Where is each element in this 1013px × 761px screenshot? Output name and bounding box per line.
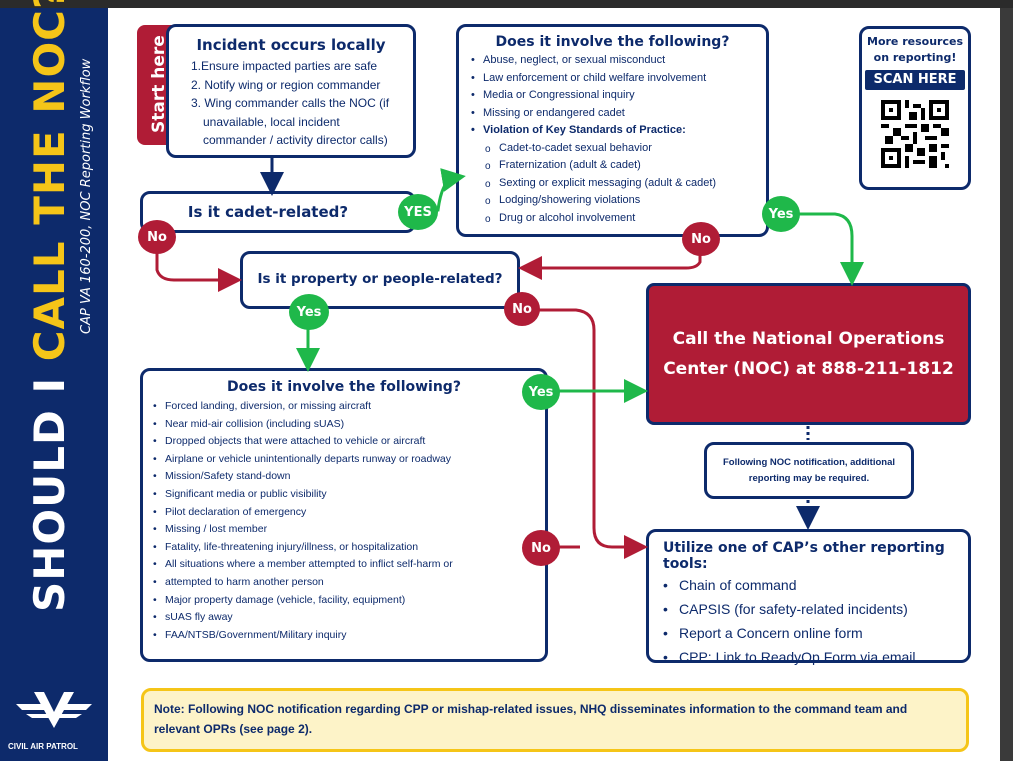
incident-step-3-cont-1: unavailable, local incident [203,114,340,129]
cadet-question-box: Is it cadet-related? [140,191,416,233]
reporting-tool-item: CPP: Link to ReadyOp Form via email [661,645,968,669]
property-involve-item-cont-text: attempted to harm another person [165,575,324,588]
property-involve-item: Dropped objects that were attached to ve… [151,433,545,451]
key-standard-item: Lodging/showering violations [469,192,766,210]
cap-logo [14,682,94,742]
reporting-tools-title: Utilize one of CAP’s other reporting too… [663,540,945,572]
note-box: Note: Following NOC notification regardi… [141,688,969,752]
following-noc-line-1: Following NOC notification, additional [722,456,896,468]
reporting-tools-list: Chain of command CAPSIS (for safety-rela… [649,573,968,669]
yes-pill-property-involve: Yes [522,374,560,410]
property-involve-item: sUAS fly away [151,609,545,627]
reporting-tool-item: Report a Concern online form [661,621,968,645]
property-involve-list: Forced landing, diversion, or missing ai… [143,398,545,644]
property-involve-item-cont: attempted to harm another person [151,574,545,592]
key-standard-item: Cadet-to-cadet sexual behavior [469,140,766,157]
following-noc-box: Following NOC notification, additional r… [704,442,914,499]
viewer-edge [1000,8,1013,761]
yes-pill-property: Yes [289,294,329,330]
property-question-label: Is it property or people-related? [257,271,503,287]
incident-step-3-cont-2: commander / activity director calls) [203,133,388,147]
resources-title-2: on reporting! [873,51,957,64]
page-title-highlight: CALL THE NOC? [25,0,74,362]
cadet-involve-title: Does it involve the following? [495,34,730,50]
property-involve-item: Major property damage (vehicle, facility… [151,592,545,610]
property-involve-item: All situations where a member attempted … [151,556,545,574]
cadet-question-label: Is it cadet-related? [187,203,349,221]
key-standards-label: Violation of Key Standards of Practice [483,124,683,136]
property-involve-item: Airplane or vehicle unintentionally depa… [151,451,545,469]
yes-pill-cadet: YES [398,194,438,230]
scan-here-label: SCAN HERE [865,70,965,90]
property-involve-item: Near mid-air collision (including sUAS) [151,416,545,434]
call-noc-box: Call the National Operations Center (NOC… [646,283,971,425]
page-subtitle: CAP VA 160-200, NOC Reporting Workflow [79,58,94,334]
property-involve-item: Forced landing, diversion, or missing ai… [151,398,545,416]
reporting-tools-box: Utilize one of CAP’s other reporting too… [646,529,971,669]
property-involve-item: Pilot declaration of emergency [151,504,545,522]
cadet-involve-item: Media or Congressional inquiry [469,87,766,105]
cadet-involve-item: Abuse, neglect, or sexual misconduct [469,52,766,70]
key-standards-colon: : [682,124,686,136]
qr-code-icon[interactable] [881,100,949,168]
property-involve-item: FAA/NTSB/Government/Military inquiry [151,627,545,645]
call-noc-line-1: Call the National Operations [672,329,945,349]
top-bar [0,0,1013,8]
resources-title-1: More resources [867,35,963,48]
property-involve-item: Mission/Safety stand-down [151,468,545,486]
reporting-tool-item: CAPSIS (for safety-related incidents) [661,597,968,621]
property-involve-item: Missing / lost member [151,521,545,539]
key-standards-sublist: Cadet-to-cadet sexual behavior Fraterniz… [459,140,766,227]
property-question-box: Is it property or people-related? [240,251,520,309]
sidebar-band [0,8,108,761]
property-involve-item: Fatality, life-threatening injury/illnes… [151,539,545,557]
logo-text: CIVIL AIR PATROL [8,742,78,751]
cadet-involve-item: Law enforcement or child welfare involve… [469,70,766,88]
key-standard-item: Fraternization (adult & cadet) [469,157,766,175]
property-involve-item: Significant media or public visibility [151,486,545,504]
no-pill-cadet-involve: No [682,222,720,256]
incident-box: Incident occurs locally 1.Ensure impacte… [166,24,416,158]
page-title: SHOULD I CALL THE NOC? [25,0,74,612]
call-noc-line-2: Center (NOC) at 888-211-1812 [663,359,954,379]
key-standard-item: Drug or alcohol involvement [469,210,766,227]
key-standard-item: Sexting or explicit messaging (adult & c… [469,175,766,192]
cadet-involve-list: Abuse, neglect, or sexual misconduct Law… [459,52,766,140]
no-pill-property: No [504,292,540,326]
yes-pill-cadet-involve: Yes [762,196,800,232]
cadet-involve-box: Does it involve the following? Abuse, ne… [456,24,769,237]
resources-box: More resources on reporting! SCAN HERE [859,26,971,190]
no-pill-cadet: No [138,220,176,254]
incident-step-2: 2. Notify wing or region commander [191,77,381,92]
incident-steps: 1.Ensure impacted parties are safe 2. No… [169,57,413,150]
property-involve-title: Does it involve the following? [227,379,461,395]
property-involve-box: Does it involve the following? Forced la… [140,368,548,662]
no-pill-property-involve: No [522,530,560,566]
cadet-involve-item: Missing or endangered cadet [469,105,766,123]
following-noc-line-2: reporting may be required. [748,472,870,484]
reporting-tool-item: Chain of command [661,573,968,597]
cap-logo-icon [16,692,92,728]
incident-step-1: 1.Ensure impacted parties are safe [191,59,378,73]
incident-title: Incident occurs locally [196,36,386,54]
key-standards-item: Violation of Key Standards of Practice: [469,122,766,140]
incident-step-3: 3. Wing commander calls the NOC (if [191,96,390,110]
page-title-part-1: SHOULD I [25,361,74,612]
